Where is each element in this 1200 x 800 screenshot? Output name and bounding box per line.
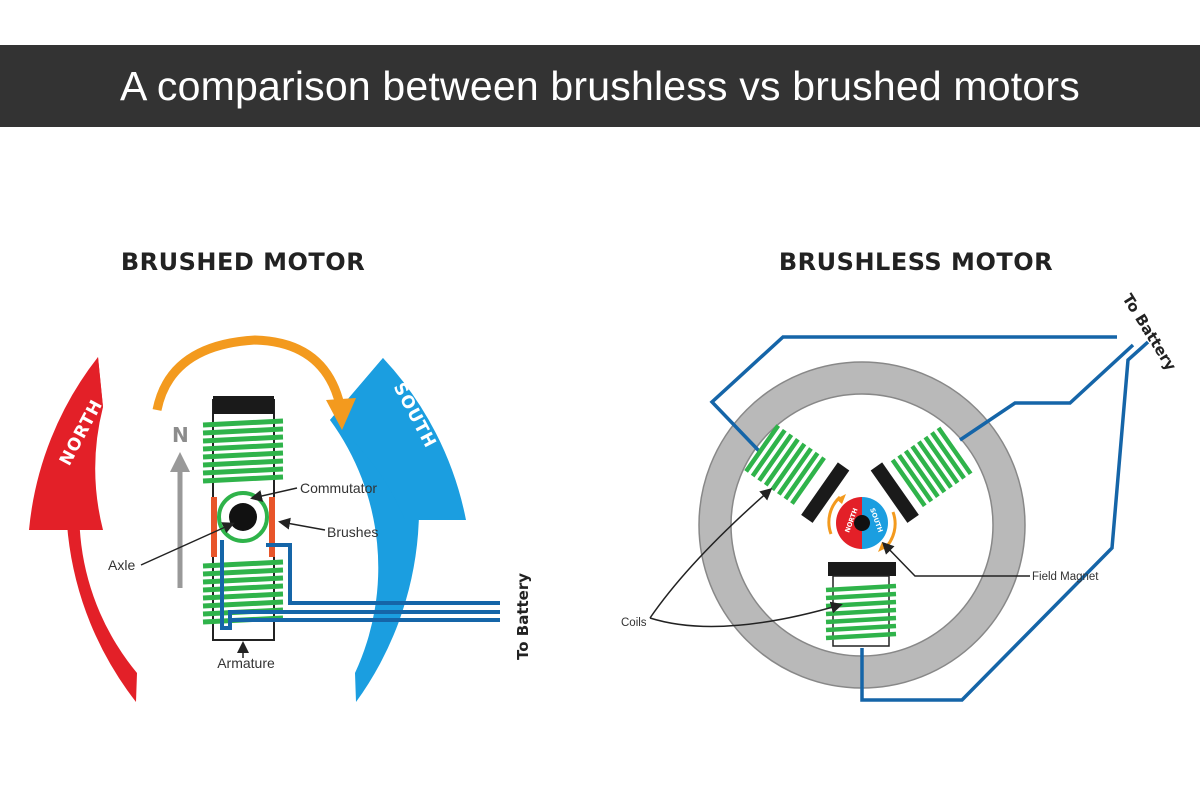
left-brush (211, 497, 217, 557)
brushless-left-coil (744, 424, 850, 523)
field-magnet-rotor: NORTH SOUTH (827, 494, 897, 552)
brushed-motor-diagram: BRUSHED MOTOR NORTH SOUTH N (29, 248, 532, 702)
brushless-right-coil (870, 426, 973, 523)
brushless-battery-wires (709, 335, 1150, 702)
commutator (217, 491, 269, 543)
n-direction-label: N (172, 423, 189, 447)
brushless-bottom-coil (825, 562, 897, 647)
brushed-motor-heading: BRUSHED MOTOR (121, 248, 365, 276)
upper-armature-coil (202, 418, 284, 484)
page-title: A comparison between brushless vs brushe… (120, 62, 1080, 109)
title-bar: A comparison between brushless vs brushe… (0, 45, 1200, 127)
brushed-battery-wires (220, 540, 500, 630)
brushless-motor-heading: BRUSHLESS MOTOR (779, 248, 1053, 276)
axle (229, 503, 257, 531)
axle-label: Axle (108, 557, 135, 573)
brushed-battery-label: To Battery (514, 573, 532, 660)
rotation-arrow (152, 335, 345, 411)
field-magnet-pointer (881, 541, 1030, 577)
armature-top-cap (213, 396, 274, 414)
coils-label: Coils (621, 617, 647, 629)
right-brush (269, 497, 275, 557)
field-magnet-label: Field Magnet (1032, 571, 1099, 583)
commutator-label: Commutator (300, 480, 377, 496)
brushes-label: Brushes (327, 524, 378, 540)
coils-pointer-lower (649, 601, 843, 628)
coils-pointer-upper (649, 488, 773, 619)
armature-label: Armature (217, 655, 275, 671)
brushless-motor-diagram: BRUSHLESS MOTOR To Battery (621, 248, 1180, 702)
